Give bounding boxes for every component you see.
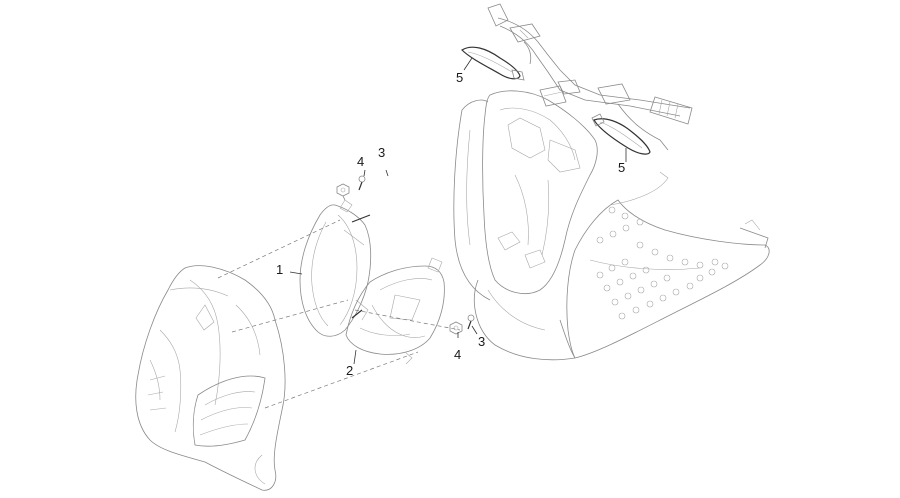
callout-5-right: 5 xyxy=(618,160,625,175)
assembly-guide-lines xyxy=(217,195,461,409)
turn-indicator-right xyxy=(591,113,651,155)
hardware-nut-lower xyxy=(449,321,463,335)
callout-4-upper: 4 xyxy=(357,154,364,169)
headlight-assembly-2 xyxy=(345,257,445,365)
turn-indicator-left xyxy=(461,46,525,81)
hardware-screw-lower xyxy=(467,314,475,330)
callout-2: 2 xyxy=(346,363,353,378)
headlight-assembly-1 xyxy=(299,199,372,337)
callout-5-left: 5 xyxy=(456,70,463,85)
callout-1: 1 xyxy=(276,262,283,277)
hardware-nut-upper xyxy=(336,183,350,197)
callout-3-lower: 3 xyxy=(478,334,485,349)
front-shield-cover xyxy=(135,265,286,491)
leader-lines xyxy=(289,57,627,365)
handlebar xyxy=(487,3,693,151)
callout-4-lower: 4 xyxy=(454,347,461,362)
hardware-screw-upper xyxy=(358,175,366,191)
callout-3-upper: 3 xyxy=(378,145,385,160)
scooter-frame-body xyxy=(453,90,770,361)
